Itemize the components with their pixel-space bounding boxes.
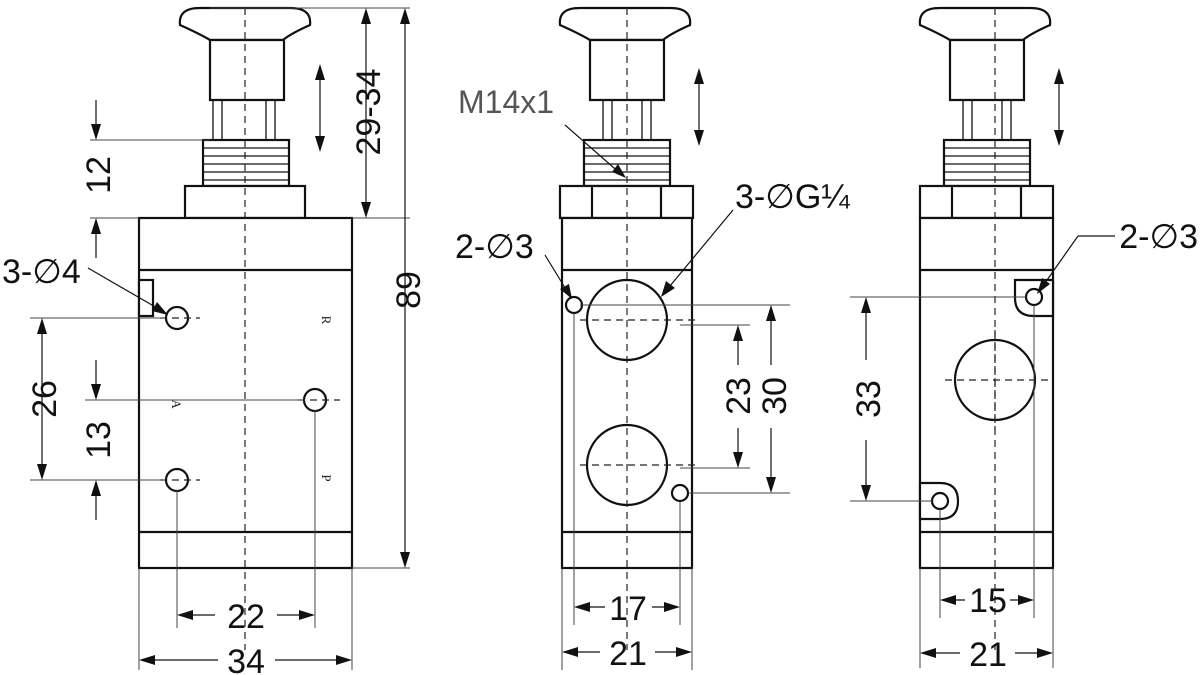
dim-pitch-13: 13 xyxy=(80,421,118,459)
dim-width-21-mid: 21 xyxy=(609,635,647,673)
push-button-stem xyxy=(948,38,1026,102)
dim-hole-pitch-30: 30 xyxy=(756,377,794,415)
hex-nut xyxy=(918,184,1055,220)
rear-view: 2-∅3 33 15 21 xyxy=(850,6,1198,674)
thread-label-m14x1: M14x1 xyxy=(458,84,554,120)
port-label-p: P xyxy=(319,474,334,481)
side-view: M14x1 3-∅G¼ 2-∅3 23 30 17 21 xyxy=(455,6,850,673)
dim-hole-pitch-17: 17 xyxy=(609,590,647,628)
dim-ports-3xg14: 3-∅G¼ xyxy=(735,178,850,216)
dim-pitch-26: 26 xyxy=(26,380,64,418)
dim-hole-2x3-right: 2-∅3 xyxy=(1119,218,1198,256)
push-button-cap xyxy=(558,6,692,42)
dim-hole-pitch-15: 15 xyxy=(969,582,1007,620)
dim-stroke-29-34: 29-34 xyxy=(350,69,388,156)
dim-hole-3x4: 3-∅4 xyxy=(2,253,81,291)
dim-thread-12: 12 xyxy=(80,156,118,194)
push-button-cap xyxy=(918,6,1052,42)
dim-hole-pitch-33: 33 xyxy=(850,380,888,418)
dim-overall-89: 89 xyxy=(390,271,428,309)
dim-hole-2x3-mid: 2-∅3 xyxy=(455,228,534,266)
dim-width-21-right: 21 xyxy=(969,636,1007,674)
dim-body-width-34: 34 xyxy=(227,643,265,675)
dim-hole-pitch-22: 22 xyxy=(227,598,265,636)
threaded-neck xyxy=(201,138,291,188)
front-view: R A P xyxy=(2,6,428,675)
threaded-neck xyxy=(942,138,1032,188)
port-label-r: R xyxy=(319,316,334,325)
push-button-stem xyxy=(208,38,286,102)
port-label-a: A xyxy=(169,399,184,409)
mounting-lug xyxy=(918,481,960,521)
body-tab xyxy=(137,278,155,318)
dim-port-pitch-23: 23 xyxy=(720,377,758,415)
